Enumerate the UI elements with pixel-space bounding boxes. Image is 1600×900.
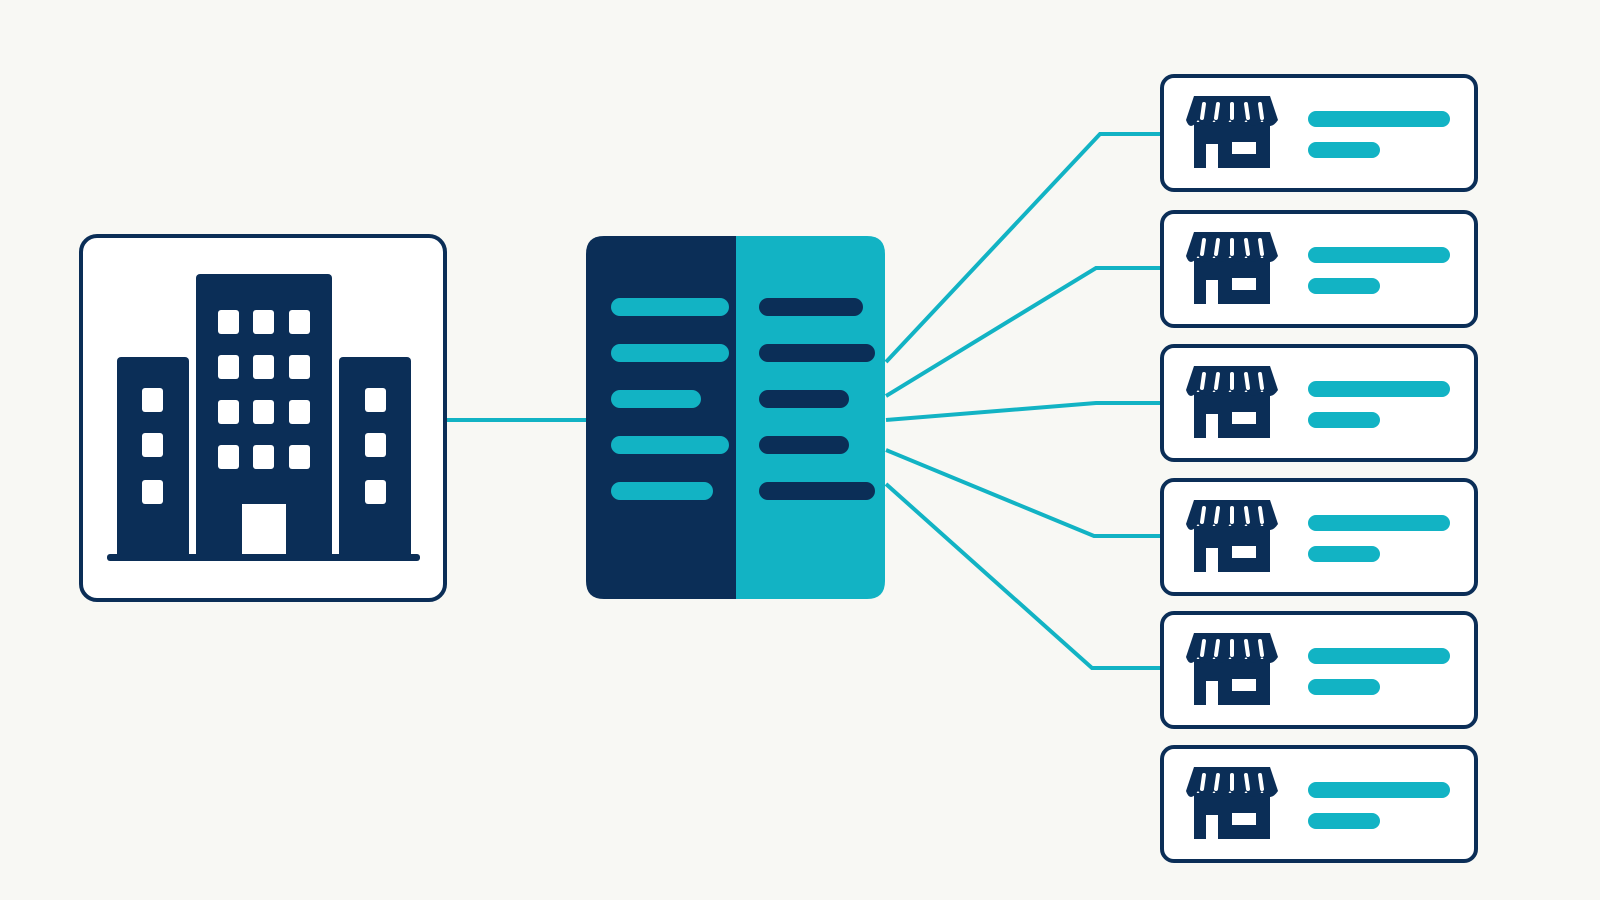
hub-rows (611, 298, 875, 500)
connector-hub-to-store-1 (884, 132, 1162, 364)
headquarters-card (79, 234, 447, 602)
connector-hub-to-store-3 (885, 401, 1162, 422)
store-card (1160, 74, 1478, 192)
store-card (1160, 478, 1478, 596)
store-card (1160, 611, 1478, 729)
connector-hub-to-store-5 (884, 482, 1162, 670)
connector-hub-to-store-4 (885, 448, 1162, 538)
office-building-icon (107, 274, 420, 561)
hub-panel-left (586, 236, 736, 599)
storefront-icon (1186, 366, 1278, 438)
hub-panel (586, 236, 885, 599)
storefront-icon (1186, 767, 1278, 839)
storefront-icon (1186, 500, 1278, 572)
storefront-icon (1186, 96, 1278, 168)
store-card (1160, 210, 1478, 328)
connector-hub-to-store-2 (884, 266, 1162, 398)
store-card (1160, 745, 1478, 863)
hub-panel-right (736, 236, 885, 599)
storefront-icon (1186, 633, 1278, 705)
storefront-icon (1186, 232, 1278, 304)
store-cards (1160, 74, 1478, 863)
store-card (1160, 344, 1478, 462)
connector-lines (446, 132, 1162, 670)
